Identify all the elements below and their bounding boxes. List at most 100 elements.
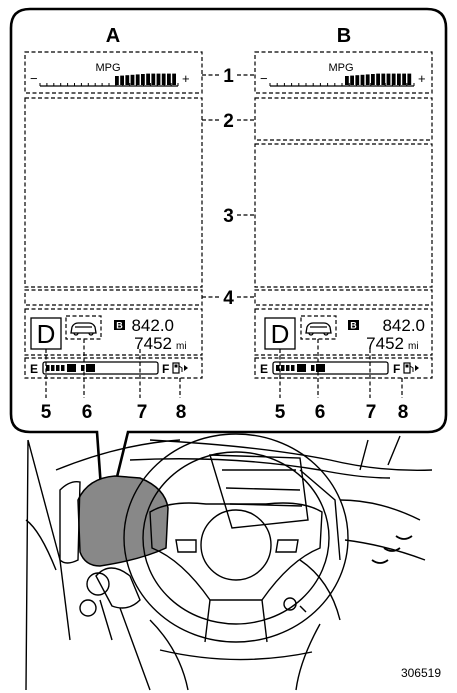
mpg-segment	[120, 75, 124, 85]
mpg-segment	[391, 73, 396, 85]
callout-1: 1	[223, 66, 234, 87]
fuel-segment	[291, 365, 295, 371]
fuel-segment	[81, 365, 85, 371]
panel-b: MPG − + D B 842.0 7452 mi E F	[254, 51, 433, 379]
mpg-segment	[151, 73, 156, 85]
panel-b-gear-indicator: D	[271, 319, 290, 349]
mpg-segment	[130, 74, 135, 85]
panel-a-gear-indicator: D	[37, 319, 56, 349]
fuel-segment	[297, 364, 306, 372]
panel-b-bottom-zone	[254, 308, 433, 356]
mpg-segment	[381, 73, 386, 85]
fuel-segment	[281, 365, 285, 371]
callout-6-b: 6	[315, 402, 326, 423]
panel-b-mpg-zone	[254, 51, 433, 94]
panel-a-bottom-zone	[24, 308, 203, 356]
panel-a-fuel-full-label: F	[162, 362, 169, 376]
callout-3: 3	[223, 206, 234, 227]
callout-8-b: 8	[398, 402, 409, 423]
mpg-segment	[141, 74, 145, 85]
panel-a-odometer: 7452	[134, 334, 172, 353]
panel-b-mpg-segments	[345, 73, 412, 85]
callout-8-a: 8	[176, 402, 187, 423]
panel-b-zone-4	[254, 289, 433, 306]
fuel-segment	[67, 364, 76, 372]
bottom-callout-leaders	[45, 339, 403, 398]
callout-4: 4	[223, 288, 234, 309]
fuel-segment	[61, 365, 65, 371]
mpg-segment	[115, 76, 119, 85]
mpg-segment	[135, 74, 140, 85]
panel-b-car-icon	[305, 322, 332, 336]
panel-b-odometer-unit: mi	[408, 341, 419, 352]
mpg-segment	[146, 73, 150, 85]
panel-a-trip-value: 842.0	[131, 316, 174, 335]
mpg-segment	[350, 75, 354, 85]
panel-b-zone-3	[254, 143, 433, 288]
mpg-segment	[402, 73, 406, 85]
panel-b-fuel-segments	[276, 364, 325, 372]
mpg-segment	[360, 74, 365, 85]
panel-a-fuel-bar	[42, 361, 159, 375]
panel-b-letter: B	[337, 25, 351, 47]
panel-a-trip-badge-bg	[114, 320, 125, 330]
mpg-segment	[156, 73, 161, 85]
panel-b-odometer: 7452	[366, 334, 404, 353]
fuel-segment	[286, 365, 290, 371]
mpg-segment	[167, 73, 171, 85]
panel-b-trip-badge-bg	[348, 320, 359, 330]
panel-a-zone-2	[24, 97, 203, 288]
fuel-segment	[56, 365, 60, 371]
panel-a-fuel-segments	[46, 364, 95, 372]
mpg-segment	[407, 73, 412, 85]
side-callouts: 1 2 3 4	[202, 66, 255, 309]
callout-2: 2	[223, 111, 234, 132]
panel-b-trip-badge: B	[350, 321, 357, 331]
figure-number: 306519	[401, 666, 441, 680]
mpg-segment	[376, 73, 380, 85]
panel-a-mpg-minus: −	[30, 71, 38, 86]
panel-b-mpg-label: MPG	[328, 62, 353, 74]
callout-6-a: 6	[82, 402, 93, 423]
panel-a-trip-badge: B	[116, 321, 123, 331]
mpg-segment	[161, 73, 166, 85]
fuel-segment	[316, 364, 325, 372]
panel-b-fuel-bar	[272, 361, 389, 375]
mpg-segment	[345, 76, 349, 85]
panel-a-fuel-pump-icon	[172, 362, 188, 374]
mpg-segment	[172, 73, 176, 85]
panel-b-mpg-plus: +	[418, 71, 426, 86]
panel-a-mpg-label: MPG	[95, 62, 120, 74]
panel-a-fuel-zone	[24, 357, 203, 379]
panel-a-car-icon	[70, 322, 97, 336]
panel-b-fuel-empty-label: E	[260, 362, 268, 376]
panel-a: MPG − + D B 842.0 7452 mi E F	[24, 51, 203, 379]
mpg-segment	[386, 73, 391, 85]
callout-7-b: 7	[366, 402, 377, 423]
fuel-segment	[311, 365, 315, 371]
mpg-segment	[125, 75, 130, 85]
panel-b-fuel-pump-icon	[403, 362, 419, 374]
panel-a-letter: A	[106, 25, 120, 47]
fuel-segment	[276, 365, 280, 371]
fuel-segment	[86, 364, 95, 372]
panel-a-mpg-zone	[24, 51, 203, 94]
panel-a-odometer-unit: mi	[176, 341, 187, 352]
mpg-segment	[355, 75, 360, 85]
callout-5-a: 5	[41, 402, 52, 423]
dashboard-illustration	[25, 433, 433, 691]
callout-7-a: 7	[137, 402, 148, 423]
panel-a-mpg-plus: +	[182, 71, 190, 86]
mpg-segment	[365, 74, 370, 85]
panel-b-fuel-full-label: F	[393, 362, 400, 376]
panel-a-mpg-segments	[115, 73, 176, 85]
fuel-segment	[46, 365, 50, 371]
callout-5-b: 5	[275, 402, 286, 423]
fuel-segment	[51, 365, 55, 371]
panel-b-trip-value: 842.0	[382, 316, 425, 335]
mpg-segment	[371, 74, 375, 85]
panel-b-mpg-minus: −	[260, 71, 268, 86]
panel-b-fuel-zone	[254, 357, 433, 379]
